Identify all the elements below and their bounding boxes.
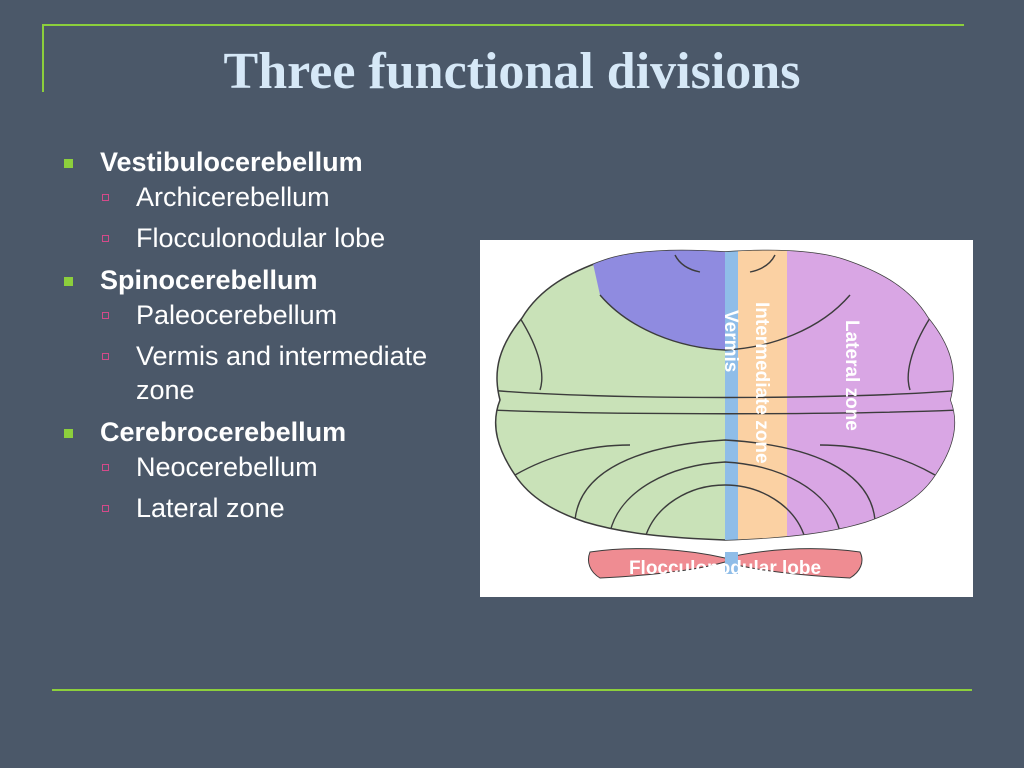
hollow-square-bullet-icon: [102, 194, 109, 201]
hollow-square-bullet-icon: [102, 312, 109, 319]
left-rule: [42, 24, 44, 92]
bullet-label: Vestibulocerebellum: [100, 147, 363, 177]
sub-list: Archicerebellum Flocculonodular lobe: [100, 180, 480, 255]
label-intermediate-zone: Intermediate zone: [751, 302, 772, 464]
label-lateral-zone: Lateral zone: [841, 320, 862, 431]
sub-bullet-archicerebellum: Archicerebellum: [60, 180, 480, 214]
sub-list: Paleocerebellum Vermis and intermediate …: [100, 298, 480, 407]
sub-bullet-vermis-intermediate: Vermis and intermediate zone: [60, 339, 480, 407]
intermediate-zone-region: [738, 250, 787, 541]
square-bullet-icon: [64, 429, 73, 438]
sub-bullet-label: Lateral zone: [136, 493, 285, 523]
hollow-square-bullet-icon: [102, 464, 109, 471]
cerebellum-diagram: Vermis Intermediate zone Lateral zone Fl…: [480, 240, 973, 597]
bullet-spinocerebellum: Spinocerebellum Paleocerebellum Vermis a…: [60, 262, 480, 407]
vermis-region: [725, 250, 738, 541]
bullet-label: Spinocerebellum: [100, 265, 318, 295]
hollow-square-bullet-icon: [102, 235, 109, 242]
sub-list: Neocerebellum Lateral zone: [100, 450, 480, 525]
fissure-lines: [495, 254, 955, 539]
anterior-lobe-region: [590, 250, 725, 350]
slide-title: Three functional divisions: [223, 43, 801, 100]
label-vermis: Vermis: [720, 310, 741, 372]
sub-bullet-label: Flocculonodular lobe: [136, 223, 386, 253]
cerebellum-svg: Vermis Intermediate zone Lateral zone Fl…: [494, 249, 956, 579]
sub-bullet-paleocerebellum: Paleocerebellum: [60, 298, 480, 332]
hollow-square-bullet-icon: [102, 505, 109, 512]
top-rule: [42, 24, 964, 26]
square-bullet-icon: [64, 277, 73, 286]
flocculonodular-vermis-segment: [725, 552, 738, 574]
square-bullet-icon: [64, 159, 73, 168]
sub-bullet-flocculonodular-lobe: Flocculonodular lobe: [60, 221, 480, 255]
bottom-rule: [52, 689, 972, 691]
sub-bullet-label: Neocerebellum: [136, 452, 318, 482]
sub-bullet-lateral-zone: Lateral zone: [60, 491, 480, 525]
sub-bullet-label: Archicerebellum: [136, 182, 330, 212]
bullet-cerebrocerebellum: Cerebrocerebellum Neocerebellum Lateral …: [60, 414, 480, 525]
sub-bullet-label: Vermis and intermediate zone: [136, 341, 428, 405]
label-flocculonodular-lobe: Flocculonodular lobe: [629, 558, 821, 579]
bullet-label: Cerebrocerebellum: [100, 417, 347, 447]
hollow-square-bullet-icon: [102, 353, 109, 360]
flocculonodular-region: [587, 548, 863, 579]
bullet-vestibulocerebellum: Vestibulocerebellum Archicerebellum Floc…: [60, 144, 480, 255]
bullet-list: Vestibulocerebellum Archicerebellum Floc…: [60, 144, 480, 532]
sub-bullet-neocerebellum: Neocerebellum: [60, 450, 480, 484]
sub-bullet-label: Paleocerebellum: [136, 300, 338, 330]
